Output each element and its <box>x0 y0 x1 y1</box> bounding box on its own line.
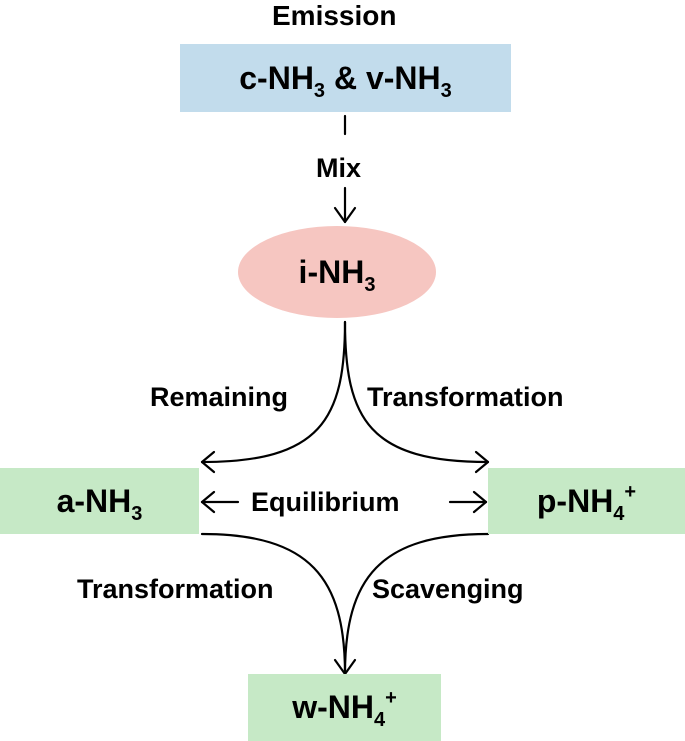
particle-sup: + <box>624 480 637 503</box>
source-sub-2: 3 <box>440 79 452 102</box>
source-text-1: c-NH <box>239 59 314 96</box>
remaining-curve <box>200 320 347 464</box>
transformation-top-arrowhead <box>474 450 490 474</box>
scavenging-curve <box>343 532 490 676</box>
particle-text: p-NH <box>536 482 614 519</box>
wet-sub: 4 <box>373 709 386 731</box>
remaining-label: Remaining <box>150 382 289 412</box>
wet-node: w-NH4+ <box>248 674 441 741</box>
particle-sub: 4 <box>613 502 625 525</box>
source-node-label: c-NH3 & v-NH3 <box>239 59 451 101</box>
gas-text: a-NH <box>56 482 132 519</box>
particle-node-label: p-NH4+ <box>536 480 637 524</box>
mix-label: Mix <box>316 153 362 183</box>
equilibrium-left-arrowhead <box>200 490 216 514</box>
wet-node-label: w-NH4+ <box>292 687 397 730</box>
mix-arrowhead <box>333 206 357 224</box>
source-node: c-NH3 & v-NH3 <box>180 44 511 112</box>
ambient-node: i-NH3 <box>238 226 436 318</box>
particle-node: p-NH4+ <box>488 468 685 534</box>
transformation-bottom-label: Transformation <box>77 574 274 604</box>
ambient-node-label: i-NH3 <box>298 253 376 295</box>
scavenging-label: Scavenging <box>372 574 524 604</box>
ambient-sub: 3 <box>364 273 376 296</box>
wet-sup: + <box>385 687 397 709</box>
remaining-arrowhead <box>200 450 216 474</box>
transformation-bottom-curve <box>200 532 347 676</box>
emission-title: Emission <box>272 0 397 31</box>
transformation-top-label: Transformation <box>367 382 564 412</box>
wet-text: w-NH <box>292 689 374 725</box>
source-text-2: & v-NH <box>325 59 441 96</box>
equilibrium-label: Equilibrium <box>251 487 400 517</box>
transformation-top-curve <box>343 320 490 464</box>
equilibrium-right-arrowhead <box>472 490 488 514</box>
gas-node: a-NH3 <box>0 468 199 534</box>
gas-node-label: a-NH3 <box>56 482 143 524</box>
source-sub-1: 3 <box>313 79 326 102</box>
gas-sub: 3 <box>131 502 143 525</box>
ambient-text: i-NH <box>298 253 365 290</box>
